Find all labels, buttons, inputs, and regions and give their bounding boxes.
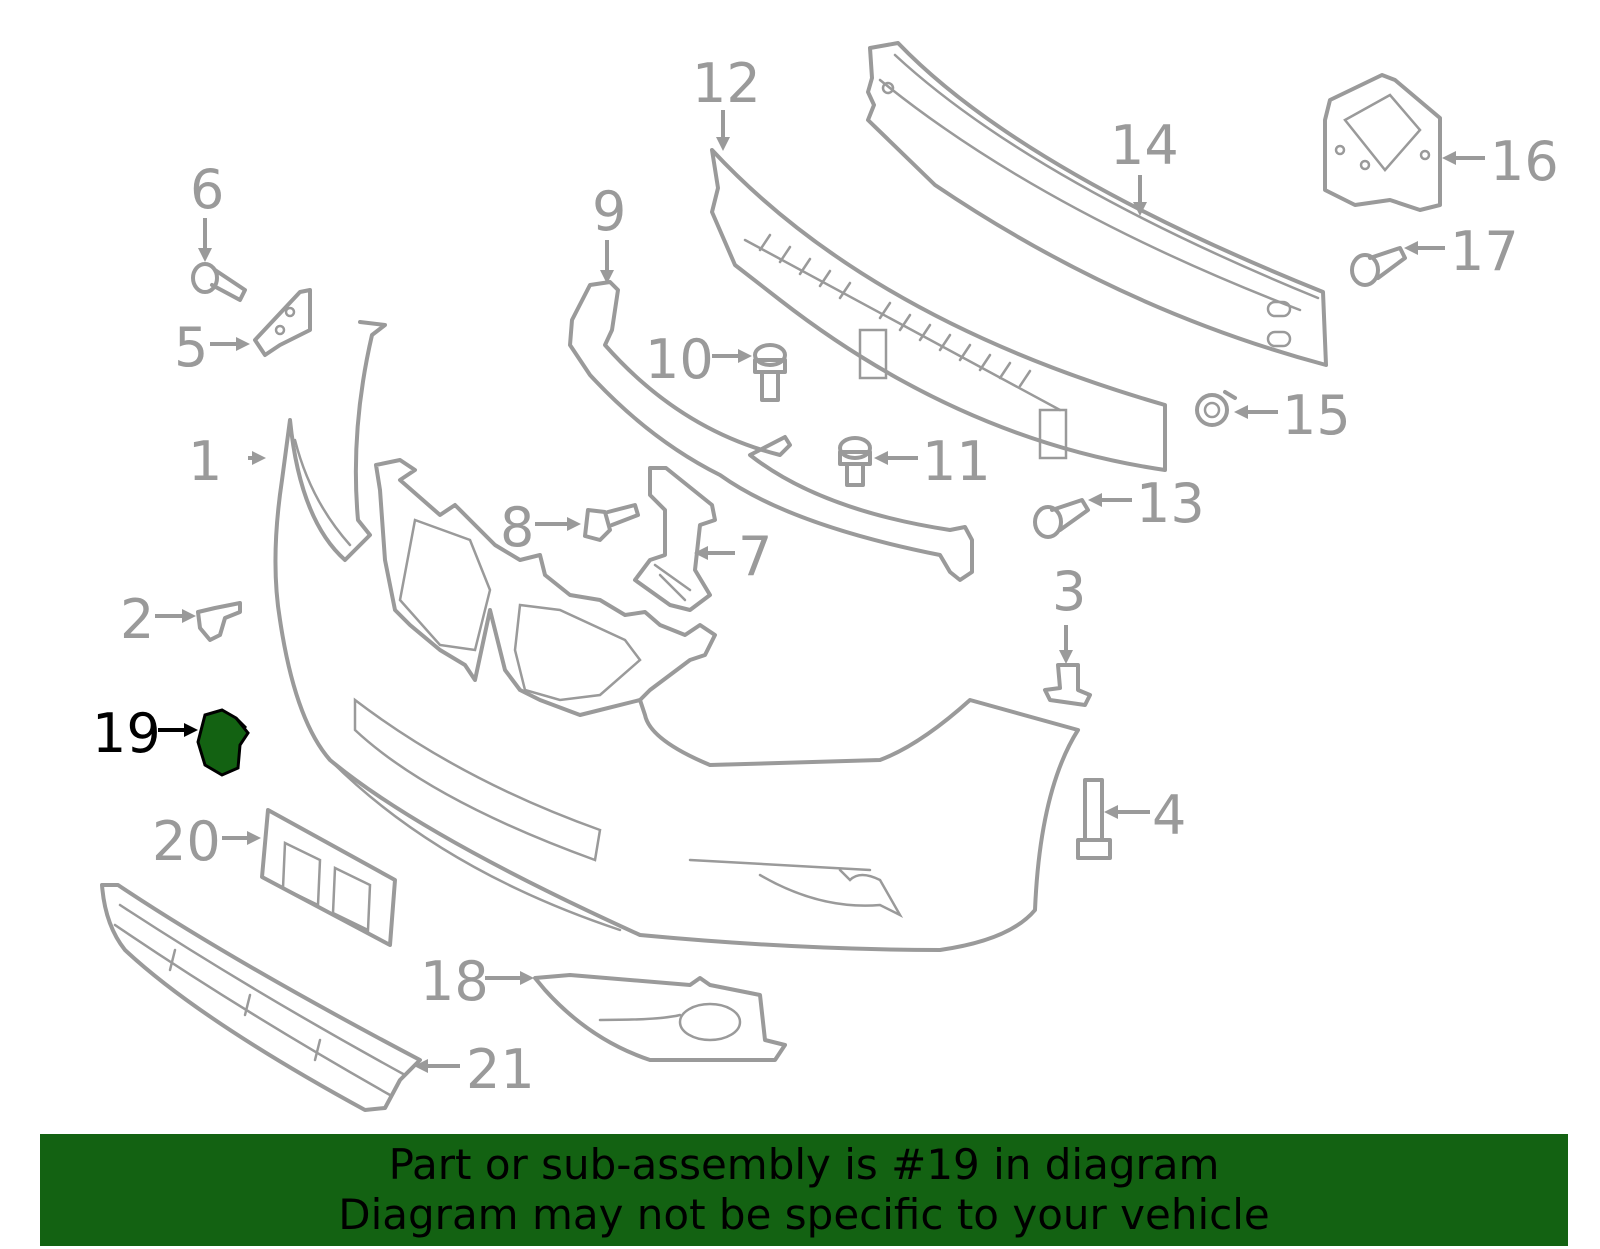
part-11-clip [838, 436, 872, 487]
callout-10: 10 [645, 328, 714, 391]
callout-5: 5 [174, 316, 208, 379]
part-10-clip [753, 343, 787, 402]
callout-6: 6 [190, 158, 224, 221]
info-banner: Part or sub-assembly is #19 in diagram D… [40, 1134, 1568, 1246]
callout-12: 12 [692, 52, 761, 115]
part-16-bracket [1323, 73, 1442, 212]
callout-16: 16 [1490, 130, 1559, 193]
part-2-clip [196, 601, 242, 642]
callout-18: 18 [420, 950, 489, 1013]
part-17-bolt [1350, 246, 1407, 287]
callout-9: 9 [592, 180, 626, 243]
part-9-upper-bracket [568, 280, 974, 582]
part-15-nut [1195, 390, 1237, 427]
banner-line-1: Part or sub-assembly is #19 in diagram [388, 1140, 1220, 1189]
part-21-lower-grille [100, 883, 422, 1112]
part-19-highlighted [196, 708, 250, 777]
part-20-plate-bracket [260, 808, 397, 947]
callout-4: 4 [1152, 784, 1186, 847]
callout-1: 1 [188, 430, 222, 493]
callout-19: 19 [92, 702, 161, 765]
callout-15: 15 [1282, 384, 1351, 447]
part-6-bolt [191, 262, 247, 302]
callout-14: 14 [1110, 114, 1179, 177]
banner-line-2: Diagram may not be specific to your vehi… [338, 1190, 1270, 1239]
callout-3: 3 [1052, 560, 1086, 623]
callout-2: 2 [120, 588, 154, 651]
callout-7: 7 [738, 525, 772, 588]
part-1-bumper-cover [273, 320, 1080, 952]
callout-11: 11 [922, 430, 991, 493]
callout-labels: 1 2 3 4 5 6 7 8 9 10 11 12 13 14 15 16 1… [92, 52, 1559, 1101]
part-7-side-bracket [633, 466, 717, 612]
part-18-fog-bezel [533, 973, 787, 1062]
callout-8: 8 [500, 496, 534, 559]
part-3-clip [1043, 663, 1092, 707]
part-12-energy-absorber [710, 148, 1167, 472]
part-5-bracket [253, 288, 312, 357]
callout-21: 21 [466, 1038, 535, 1101]
callout-20: 20 [152, 810, 221, 873]
part-14-reinforcement-beam [866, 41, 1328, 367]
part-bracket-frame [374, 458, 717, 717]
callout-arrows [155, 110, 1485, 1073]
callout-17: 17 [1450, 220, 1519, 283]
part-13-bolt [1033, 498, 1090, 539]
callout-13: 13 [1136, 472, 1205, 535]
part-4-bolt [1076, 778, 1112, 860]
part-8-bolt [583, 503, 640, 542]
